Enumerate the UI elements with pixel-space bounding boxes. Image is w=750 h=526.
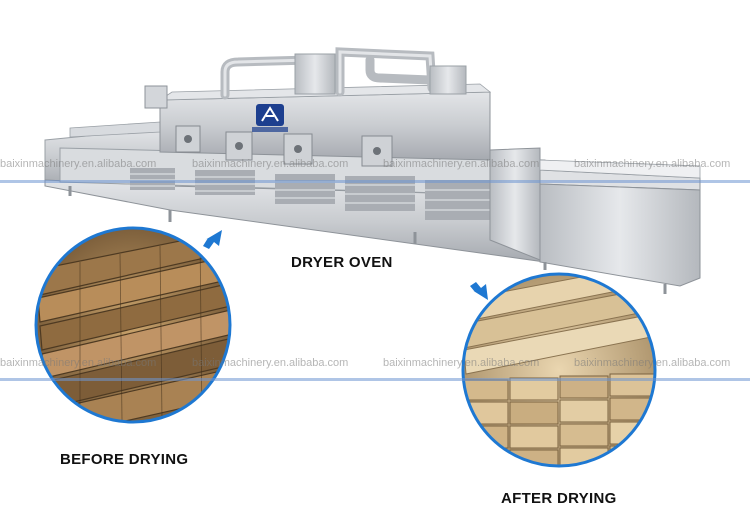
- watermark-text: baixinmachinery.en.alibaba.com: [574, 158, 731, 170]
- before-drying-label: BEFORE DRYING: [60, 451, 189, 468]
- watermark-band-bottom: [0, 378, 750, 381]
- watermark-text: baixinmachinery.en.alibaba.com: [383, 158, 540, 170]
- watermark-text: baixinmachinery.en.alibaba.com: [192, 158, 349, 170]
- watermark-text: baixinmachinery.en.alibaba.com: [0, 357, 157, 369]
- dryer-oven-label: DRYER OVEN: [291, 254, 393, 271]
- brand-logo: [252, 104, 288, 132]
- after-drying-wood-photo: [461, 272, 657, 468]
- watermark-text: baixinmachinery.en.alibaba.com: [0, 158, 157, 170]
- watermark-band-top: [0, 180, 750, 183]
- dryer-machine: [44, 47, 701, 294]
- arrow-down-icon: [470, 282, 488, 300]
- after-drying-label: AFTER DRYING: [501, 490, 617, 507]
- watermark-text: baixinmachinery.en.alibaba.com: [192, 357, 349, 369]
- watermark-text: baixinmachinery.en.alibaba.com: [383, 357, 540, 369]
- watermark-text: baixinmachinery.en.alibaba.com: [574, 357, 731, 369]
- before-drying-wood-photo: [34, 226, 232, 424]
- arrow-up-icon: [203, 230, 222, 249]
